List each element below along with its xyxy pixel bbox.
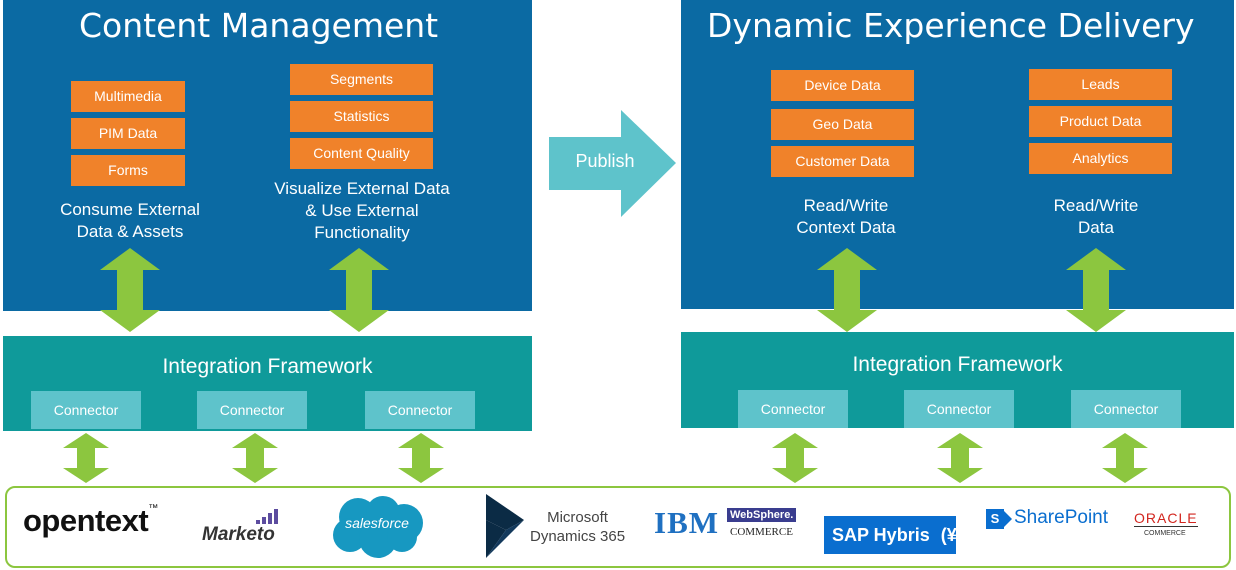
connector-box: Connector — [904, 390, 1014, 428]
publish-arrow-icon — [549, 110, 676, 217]
integration-framework-title: Integration Framework — [162, 355, 373, 378]
caption-line: Functionality — [314, 223, 410, 242]
marketo-bars-icon — [256, 509, 278, 524]
double-arrow-icon — [772, 433, 818, 483]
double-arrow-icon — [817, 248, 877, 332]
analytics-box: Analytics — [1029, 143, 1172, 174]
customer-data-box: Customer Data — [771, 146, 914, 177]
sap-hybris-icon: (¥) — [940, 525, 963, 545]
double-arrow-icon — [937, 433, 983, 483]
double-arrow-icon — [1102, 433, 1148, 483]
caption-line: & Use External — [305, 201, 419, 220]
dynamics-365-label: Dynamics 365 — [530, 528, 626, 545]
logo-strip — [5, 486, 1231, 568]
websphere-badge: WebSphere. — [727, 508, 797, 522]
connector-box: Connector — [365, 391, 475, 429]
salesforce-cloud-icon — [333, 496, 423, 558]
content-quality-box: Content Quality — [290, 138, 433, 169]
double-arrow-icon — [232, 433, 278, 483]
connector-box: Connector — [197, 391, 307, 429]
forms-box: Forms — [71, 155, 185, 186]
salesforce-logo: salesforce — [345, 515, 409, 531]
double-arrow-icon — [100, 248, 160, 332]
connector-box: Connector — [1071, 390, 1181, 428]
microsoft-label: Microsoft — [547, 509, 608, 526]
double-arrow-icon — [63, 433, 109, 483]
caption-line: Data & Assets — [76, 222, 184, 241]
opentext-logo: opentext™ — [23, 503, 158, 539]
double-arrow-icon — [1066, 248, 1126, 332]
leads-box: Leads — [1029, 69, 1172, 100]
oracle-logo: ORACLE — [1134, 510, 1198, 527]
segments-box: Segments — [290, 64, 433, 95]
oracle-commerce-label: COMMERCE — [1144, 530, 1186, 537]
read-write-data-caption: Read/Write Data — [1006, 195, 1186, 239]
visualize-external-caption: Visualize External Data & Use External F… — [252, 178, 472, 244]
sap-hybris-label: SAP Hybris — [832, 525, 930, 545]
pim-data-box: PIM Data — [71, 118, 185, 149]
integration-framework-title: Integration Framework — [852, 353, 1063, 376]
caption-line: Data — [1078, 218, 1114, 237]
device-data-box: Device Data — [771, 70, 914, 101]
dynamic-experience-title: Dynamic Experience Delivery — [707, 6, 1195, 45]
trademark-symbol: ™ — [148, 503, 159, 514]
microsoft-dynamics-logo: Microsoft Dynamics 365 — [530, 508, 625, 546]
statistics-box: Statistics — [290, 101, 433, 132]
connector-box: Connector — [738, 390, 848, 428]
opentext-wordmark: opentext — [23, 503, 149, 538]
product-data-box: Product Data — [1029, 106, 1172, 137]
content-management-title: Content Management — [79, 6, 439, 45]
ibm-logo: IBM — [654, 505, 719, 540]
caption-line: Read/Write — [803, 196, 889, 215]
caption-line: Read/Write — [1053, 196, 1139, 215]
double-arrow-icon — [329, 248, 389, 332]
dynamics-365-icon — [486, 494, 524, 558]
marketo-logo: Marketo — [202, 524, 275, 545]
sharepoint-logo: SharePoint — [1014, 507, 1109, 528]
geo-data-box: Geo Data — [771, 109, 914, 140]
connector-box: Connector — [31, 391, 141, 429]
multimedia-box: Multimedia — [71, 81, 185, 112]
caption-line: Visualize External Data — [274, 179, 450, 198]
double-arrow-icon — [398, 433, 444, 483]
sharepoint-arrow-icon — [1004, 511, 1012, 527]
consume-external-caption: Consume External Data & Assets — [40, 199, 220, 243]
caption-line: Consume External — [60, 200, 200, 219]
publish-label: Publish — [575, 151, 635, 171]
ibm-commerce-label: COMMERCE — [730, 526, 793, 538]
caption-line: Context Data — [796, 218, 896, 237]
sharepoint-icon: S — [986, 509, 1004, 529]
sap-hybris-logo: SAP Hybris (¥) — [824, 516, 963, 554]
read-write-context-caption: Read/Write Context Data — [756, 195, 936, 239]
